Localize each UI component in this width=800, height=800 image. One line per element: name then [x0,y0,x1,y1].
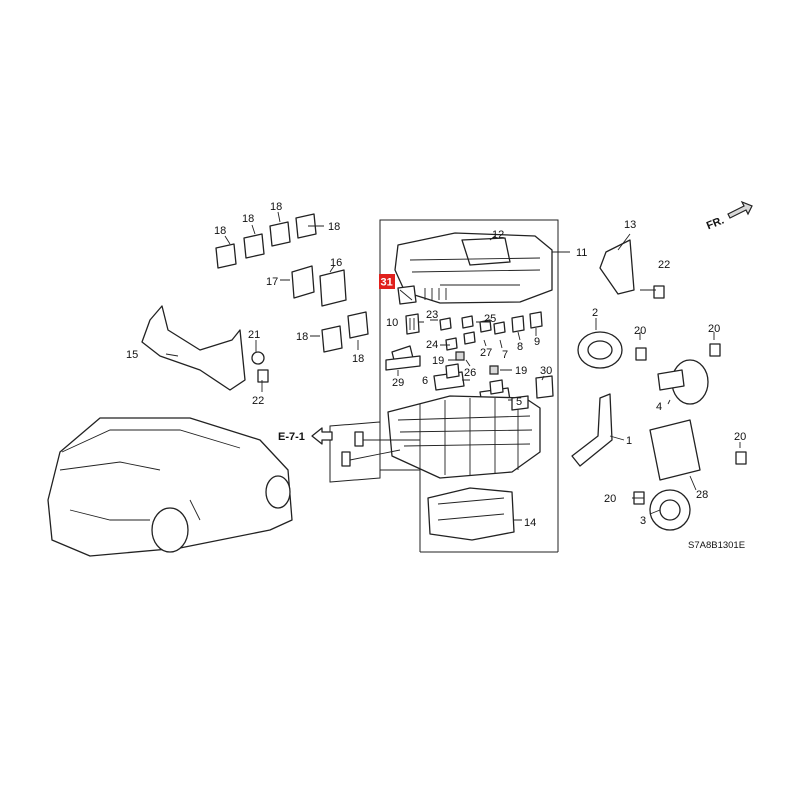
callout-15: 15 [126,349,138,361]
fuse-box-body [387,395,541,479]
relay-cluster-18 [215,213,369,353]
front-label: FR. [705,214,726,232]
callout-12: 12 [492,229,504,241]
callout-28: 28 [696,489,708,501]
callout-17: 17 [266,276,278,288]
horn-2 [577,331,623,369]
highlighted-callout-31: 31 [379,274,395,289]
callout-16: 16 [330,257,342,269]
callout-11: 11 [576,247,587,259]
callout-18: 18 [328,221,340,233]
callout-13: 13 [624,219,636,231]
connector-10 [405,313,420,335]
mounting-bolts [329,421,420,483]
callout-22: 22 [658,259,670,271]
lower-cover-14 [427,487,515,541]
callout-22: 22 [252,395,264,407]
callout-20: 20 [634,325,646,337]
highlight-box [379,274,395,289]
callout-27: 27 [480,347,492,359]
vehicle-outline [47,417,293,557]
fuse-box-cover [394,232,553,304]
reference-code: E-7-1 [278,431,305,443]
relay-base-6 [433,363,465,391]
bolts-21-22 [251,351,269,383]
callout-20: 20 [604,493,616,505]
callout-19: 19 [432,355,444,367]
relay-31 [397,285,417,305]
bracket-13 [599,239,665,299]
callout-20: 20 [708,323,720,335]
callout-18: 18 [214,225,226,237]
callout-8: 8 [517,341,523,353]
callout-24: 24 [426,339,438,351]
callout-1: 1 [626,435,632,447]
callout-26: 26 [464,367,476,379]
callout-20: 20 [734,431,746,443]
callout-9: 9 [534,336,540,348]
bracket-1 [571,393,613,467]
callout-4: 4 [656,401,662,413]
drawing-code: S7A8B1301E [688,540,745,551]
horn-3 [649,489,691,531]
small-fuses-group [439,311,543,375]
callout-6: 6 [422,375,428,387]
leader-lines [165,211,741,521]
callout-19: 19 [515,365,527,377]
callout-25: 25 [484,313,496,325]
bracket-28 [649,419,701,481]
callout-21: 21 [248,329,260,341]
callout-18: 18 [242,213,254,225]
bracket-29 [385,345,421,371]
callout-31: 31 [381,277,393,289]
callout-14: 14 [524,517,536,529]
relay-30 [535,375,554,399]
callout-23: 23 [426,309,438,321]
callout-10: 10 [386,317,398,329]
callout-29: 29 [392,377,404,389]
horn-4 [657,359,709,405]
callout-18: 18 [296,331,308,343]
callout-2: 2 [592,307,598,319]
callout-labels: 18 18 18 18 16 17 18 18 15 21 22 12 11 1… [126,201,746,529]
callout-7: 7 [502,349,508,361]
callout-5: 5 [516,396,522,408]
bracket-15 [141,305,246,391]
callout-3: 3 [640,515,646,527]
callout-18: 18 [270,201,282,213]
callout-30: 30 [540,365,552,377]
reference-arrow [311,427,333,445]
front-direction-arrow [727,200,753,219]
callout-18: 18 [352,353,364,365]
